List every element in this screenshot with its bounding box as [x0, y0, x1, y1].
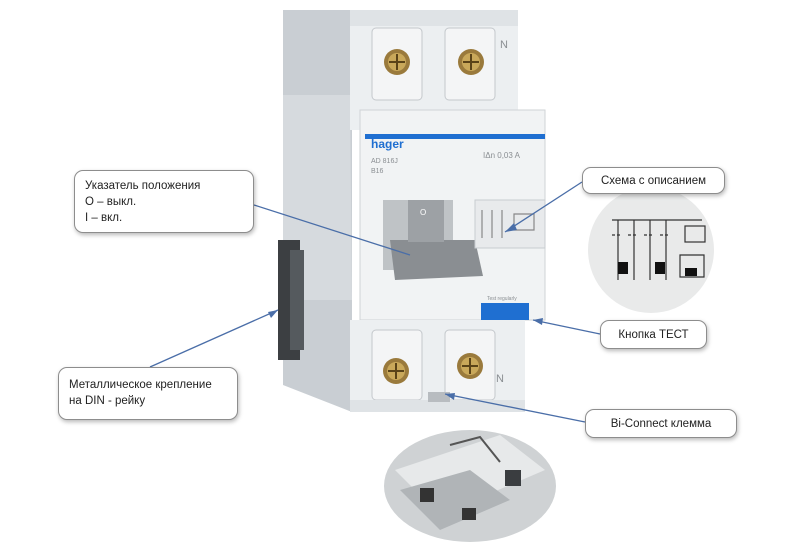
- callout-position-line-2: О – выкл.: [85, 194, 243, 210]
- neutral-bottom-label: N: [496, 373, 504, 385]
- pointer-test: [533, 320, 600, 334]
- callout-test-button: Кнопка ТЕСТ: [600, 320, 707, 349]
- callout-din-line-2: на DIN - рейку: [69, 393, 227, 409]
- screw-top-right: [458, 49, 484, 75]
- screw-top-left: [384, 49, 410, 75]
- callout-position-line-3: I – вкл.: [85, 210, 243, 226]
- neutral-top-label: N: [500, 39, 508, 51]
- model-label: AD 816J: [371, 158, 398, 165]
- callout-din-line-1: Металлическое крепление: [69, 377, 227, 393]
- screw-bottom-left: [383, 358, 409, 384]
- test-regularly-label: Test regularly: [487, 296, 517, 302]
- callout-position-line-1: Указатель положения: [85, 178, 243, 194]
- biconnect-inset: [384, 430, 556, 542]
- callout-biconnect: Bi-Connect клемма: [585, 409, 737, 438]
- callout-scheme: Схема с описанием: [582, 167, 725, 194]
- scheme-inset: [588, 187, 714, 313]
- breaker-device: [278, 10, 545, 412]
- screw-bottom-right: [457, 353, 483, 379]
- callout-test-label: Кнопка ТЕСТ: [609, 327, 698, 343]
- sensitivity-label: IΔn 0,03 A: [483, 151, 521, 160]
- brand-label: hager: [371, 137, 404, 151]
- switch-mark: O: [420, 208, 426, 217]
- callout-position-indicator: Указатель положения О – выкл. I – вкл.: [74, 170, 254, 233]
- rating-label: B16: [371, 168, 384, 175]
- callout-scheme-label: Схема с описанием: [593, 173, 714, 189]
- callout-biconnect-label: Bi-Connect клемма: [594, 416, 728, 432]
- pointer-din: [150, 310, 278, 367]
- callout-din-mount: Металлическое крепление на DIN - рейку: [58, 367, 238, 420]
